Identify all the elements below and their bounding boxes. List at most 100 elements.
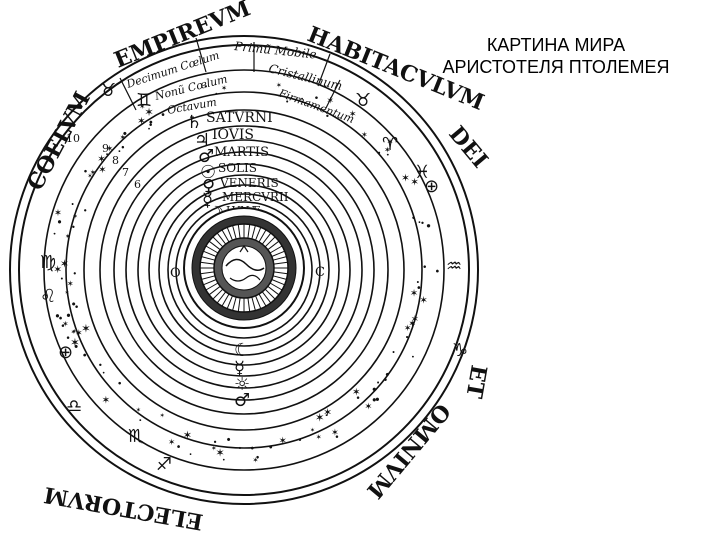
star-icon: • (334, 433, 339, 443)
sphere-numbers: 10 9 8 7 6 (66, 132, 141, 191)
star-icon: • (377, 149, 381, 158)
sphere-divider (317, 53, 331, 87)
sphere-divider (119, 77, 137, 111)
star-icon: ✶ (384, 144, 391, 154)
star-icon: ✶ (53, 263, 62, 276)
star-icon: ✶ (361, 130, 368, 140)
sphere-number-10: 10 (66, 132, 80, 145)
star-icon: • (435, 267, 441, 278)
star-icon: ✶ (419, 296, 428, 307)
star-icon: • (189, 451, 193, 458)
star-icon: ✶ (323, 406, 332, 419)
sphere-ring (158, 184, 330, 356)
star-icon: • (376, 379, 380, 387)
fixed-stars: •✶✶••✶•••✶✶•✶•✶•••✶✶•✶•✶••✶✶••••••✶✶••✶✶… (53, 80, 441, 464)
star-icon: • (225, 435, 231, 447)
star-icon: • (73, 269, 78, 278)
sphere-ring (99, 125, 389, 415)
star-icon: ✶ (60, 258, 69, 271)
star-icon: • (416, 283, 422, 294)
star-icon: • (411, 214, 416, 224)
star-icon: • (117, 148, 121, 156)
glyph-earth-cross-icon: ⊕ (58, 342, 73, 363)
star-icon: • (98, 360, 103, 370)
star-icon: • (117, 380, 122, 390)
star-icon: • (160, 110, 166, 121)
glyph-venus-icon: ♀ (202, 176, 215, 197)
star-icon: • (148, 117, 154, 128)
star-icon: ✶ (136, 406, 141, 414)
star-icon: ✶ (101, 394, 110, 406)
star-icon: • (425, 219, 432, 233)
glyph-mercury-icon: ☿ (202, 190, 213, 211)
star-icon: ✶ (215, 446, 224, 459)
star-icon: ✶ (326, 96, 334, 107)
star-icon: ✶ (139, 102, 145, 111)
star-icon: • (325, 111, 330, 121)
star-icon: • (102, 370, 106, 377)
glyph-mars-icon: ♂ (198, 146, 214, 167)
star-icon: ✶ (409, 320, 416, 330)
center-label-o: O (170, 266, 181, 281)
star-icon: ✶ (183, 428, 193, 442)
glyph-sagittarius-icon: ♐ (156, 454, 172, 475)
star-icon: • (250, 443, 256, 454)
star-icon: • (392, 348, 396, 356)
star-icon: • (298, 436, 303, 445)
star-icon: ✶ (87, 172, 92, 180)
star-icon: • (138, 417, 142, 425)
star-icon: ✶ (144, 105, 154, 119)
glyph-earth-cross-icon-2: ⊕ (424, 176, 439, 197)
star-icon: ✶ (411, 315, 419, 326)
star-icon: • (120, 142, 125, 152)
star-icon: ✶ (137, 115, 146, 127)
planet-sphere-labels: SATVRNI IOVIS MARTIS SOLIS VENERIS MERCV… (206, 110, 289, 217)
star-icon: • (416, 279, 420, 287)
star-icon: ✶ (404, 324, 412, 334)
star-icon: • (371, 383, 378, 397)
glyph-leo-icon: ♌ (40, 286, 56, 307)
glyph-aries-icon: ♉ (100, 80, 116, 101)
star-icon: • (82, 351, 88, 362)
sphere-label-iovis: IOVIS (212, 127, 254, 143)
sphere-number-7: 7 (122, 166, 129, 179)
star-icon: • (83, 206, 88, 215)
glyph-pisces-icon: ♓ (414, 162, 430, 183)
star-icon: ✶ (315, 410, 325, 424)
star-icon: • (222, 457, 226, 464)
star-icon: • (147, 126, 151, 133)
star-icon: • (356, 394, 361, 404)
star-icon: • (60, 275, 64, 283)
star-icon: • (65, 309, 72, 323)
star-icon: • (384, 370, 390, 382)
star-icon: ✶ (276, 80, 282, 89)
star-icon: • (255, 454, 260, 464)
star-icon: ✶ (352, 386, 361, 398)
glyph-sun-icon: ☉ (200, 162, 216, 183)
sphere-ring (9, 35, 479, 505)
star-icon: ✶ (70, 335, 80, 349)
glyph-taurus-icon: ♉ (355, 90, 371, 111)
star-icon: • (325, 411, 329, 419)
glyph-jupiter-icon: ♃ (194, 130, 210, 151)
glyph-sun-icon-2: ☼ (234, 374, 250, 395)
star-icon: • (73, 342, 79, 354)
star-icon: • (148, 121, 153, 131)
star-icon: ✶ (81, 321, 91, 335)
star-icon: • (71, 222, 76, 232)
star-icon: • (105, 150, 109, 158)
star-icon: ✶ (90, 168, 96, 177)
inscription-omnium: OMNIVM (361, 398, 455, 503)
star-icon: ✶ (72, 213, 78, 221)
inscription-coelum: COELVM (22, 87, 96, 194)
sphere-label-veneris: VENERIS (219, 176, 279, 190)
star-icon: • (314, 93, 319, 104)
inscription-electorum: ELECTORVM (42, 481, 205, 535)
glyph-mars-icon-2: ♂ (234, 390, 250, 411)
sphere-divider (325, 79, 341, 109)
star-icon: • (122, 127, 129, 140)
sphere-ring (43, 69, 445, 471)
star-icon: • (65, 334, 70, 344)
star-icon: • (54, 310, 61, 323)
